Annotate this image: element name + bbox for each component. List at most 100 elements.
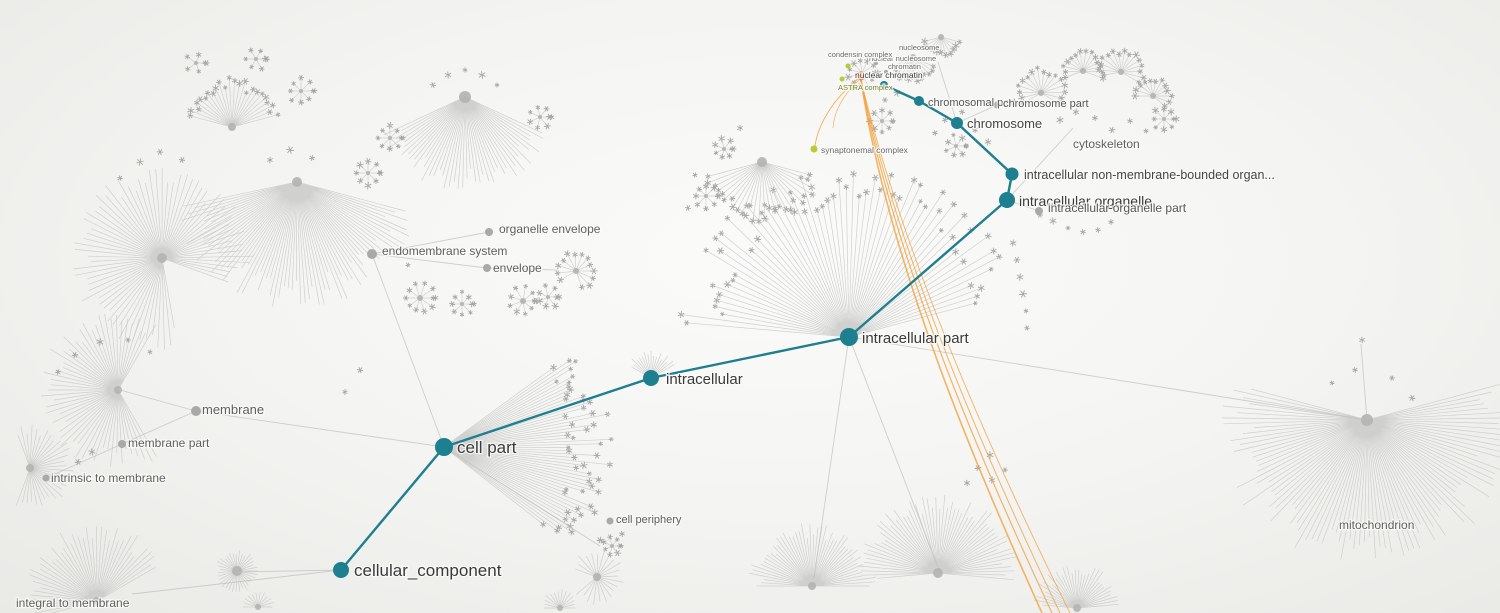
term-cluster[interactable] (443, 358, 614, 536)
cluster-hub-node[interactable] (417, 295, 423, 301)
term-cluster[interactable] (16, 424, 74, 506)
term-cluster[interactable] (1131, 77, 1175, 109)
label-nuclear-nucleosome[interactable]: nuclear nucleosome (868, 53, 938, 64)
cluster-hub-node[interactable] (757, 157, 767, 167)
label-synaptonemal-complex[interactable]: synaptonemal complex (820, 144, 910, 156)
term-node[interactable] (191, 406, 201, 416)
cluster-hub-node[interactable] (228, 123, 236, 131)
term-cluster[interactable] (1060, 48, 1107, 82)
cluster-hub-node[interactable] (255, 604, 261, 610)
term-node[interactable] (606, 517, 614, 525)
label-chromosomal-part[interactable]: chromosomal part (927, 96, 1017, 110)
cluster-hub-node[interactable] (157, 253, 167, 263)
cluster-hub-node[interactable] (593, 573, 601, 581)
term-cluster[interactable] (507, 283, 539, 317)
label-intracellular-organelle-part[interactable]: intracellular organelle part (1047, 200, 1188, 216)
term-node[interactable] (42, 474, 50, 482)
term-cluster[interactable] (857, 495, 1017, 581)
node-chromatin-hub[interactable] (880, 81, 888, 89)
term-cluster[interactable] (1033, 565, 1119, 612)
term-cluster[interactable] (711, 135, 737, 161)
term-cluster[interactable] (184, 51, 210, 74)
node-intracellular[interactable] (643, 370, 659, 386)
term-node[interactable] (1035, 207, 1043, 215)
label-membrane-part[interactable]: membrane part (127, 435, 211, 451)
label-chromosome-part[interactable]: chromosome part (1002, 97, 1090, 111)
term-cluster[interactable] (449, 289, 477, 317)
cluster-hub-node[interactable] (910, 54, 916, 60)
term-cluster[interactable] (692, 182, 723, 212)
cluster-hub-node[interactable] (1080, 68, 1086, 74)
term-cluster[interactable] (704, 157, 816, 225)
term-cluster[interactable] (554, 250, 598, 291)
cluster-hub-node[interactable] (459, 91, 471, 103)
term-cluster[interactable] (890, 54, 937, 85)
term-cluster[interactable] (216, 550, 258, 593)
label-intrinsic-to-membrane[interactable]: intrinsic to membrane (50, 470, 167, 486)
term-cluster[interactable] (1221, 381, 1500, 560)
term-cluster[interactable] (543, 589, 576, 611)
term-cluster[interactable] (187, 74, 281, 131)
cluster-hub-node[interactable] (299, 89, 303, 93)
label-cell-periphery[interactable]: cell periphery (615, 513, 683, 527)
cluster-hub-node[interactable] (880, 119, 884, 123)
term-cluster[interactable] (535, 282, 563, 310)
label-integral-to-membrane[interactable]: integral to membrane (15, 595, 131, 611)
cluster-hub-node[interactable] (808, 582, 816, 590)
cluster-hub-node[interactable] (1073, 604, 1081, 612)
term-cluster[interactable] (353, 157, 384, 190)
cluster-hub-node[interactable] (573, 268, 579, 274)
cluster-hub-node[interactable] (954, 144, 958, 148)
node-intracellular-part[interactable] (840, 328, 858, 346)
cluster-hub-node[interactable] (538, 115, 542, 119)
label-condensin-complex[interactable]: condensin complex (827, 49, 894, 60)
term-node[interactable] (874, 61, 878, 65)
term-node[interactable] (483, 264, 491, 272)
cluster-hub-node[interactable] (557, 605, 563, 611)
label-intracellular-non-membrane-bounded-organelle[interactable]: intracellular non-membrane-bounded organ… (1023, 167, 1276, 183)
label-membrane[interactable]: membrane (201, 401, 266, 418)
leaf-node-glyphs[interactable] (55, 67, 1416, 544)
label-nucleosome[interactable]: nucleosome (898, 42, 941, 53)
label-cell-part[interactable]: cell part (456, 437, 518, 458)
label-endomembrane-system[interactable]: endomembrane system (381, 243, 509, 259)
term-cluster[interactable] (1095, 47, 1147, 85)
cluster-hub-node[interactable] (722, 147, 726, 151)
label-intracellular-part[interactable]: intracellular part (861, 329, 971, 348)
term-cluster[interactable] (600, 534, 624, 558)
term-cluster[interactable] (575, 550, 624, 605)
cluster-hub-node[interactable] (938, 34, 944, 40)
label-intracellular[interactable]: intracellular (665, 370, 744, 389)
term-node[interactable] (993, 101, 1001, 109)
cluster-hub-node[interactable] (1162, 117, 1166, 121)
term-node[interactable] (118, 440, 126, 448)
term-node[interactable] (485, 228, 493, 236)
node-intracellular-organelle[interactable] (999, 192, 1015, 208)
node-cellular-component[interactable] (333, 562, 349, 578)
term-cluster[interactable] (748, 523, 877, 590)
term-cluster[interactable] (24, 526, 156, 613)
cluster-hub-node[interactable] (704, 194, 708, 198)
term-cluster[interactable] (677, 170, 1003, 338)
cluster-hub-node[interactable] (1038, 90, 1044, 96)
term-cluster[interactable] (383, 91, 544, 190)
term-cluster[interactable] (920, 34, 963, 59)
enriched-term-node[interactable] (850, 85, 856, 91)
enriched-term-node[interactable] (839, 76, 845, 82)
cluster-hub-node[interactable] (232, 566, 242, 576)
query-term-node[interactable] (856, 71, 866, 81)
term-cluster[interactable] (526, 105, 555, 131)
cluster-hub-node[interactable] (610, 544, 614, 548)
label-nuclear-chromatin[interactable]: nuclear chromatin (854, 69, 924, 81)
label-envelope[interactable]: envelope (492, 260, 543, 276)
cluster-hub-node[interactable] (254, 57, 258, 61)
enriched-term-node[interactable] (845, 63, 851, 69)
label-chromosome[interactable]: chromosome (966, 115, 1044, 132)
term-cluster[interactable] (844, 57, 882, 91)
node-intracellular-non-membrane-bounded-organelle[interactable] (1005, 167, 1019, 181)
term-cluster[interactable] (1015, 65, 1069, 107)
label-astra-complex[interactable]: ASTRA complex (837, 82, 894, 93)
label-organelle-envelope[interactable]: organelle envelope (498, 221, 602, 237)
label-intracellular-organelle[interactable]: intracellular organelle (1018, 192, 1154, 210)
